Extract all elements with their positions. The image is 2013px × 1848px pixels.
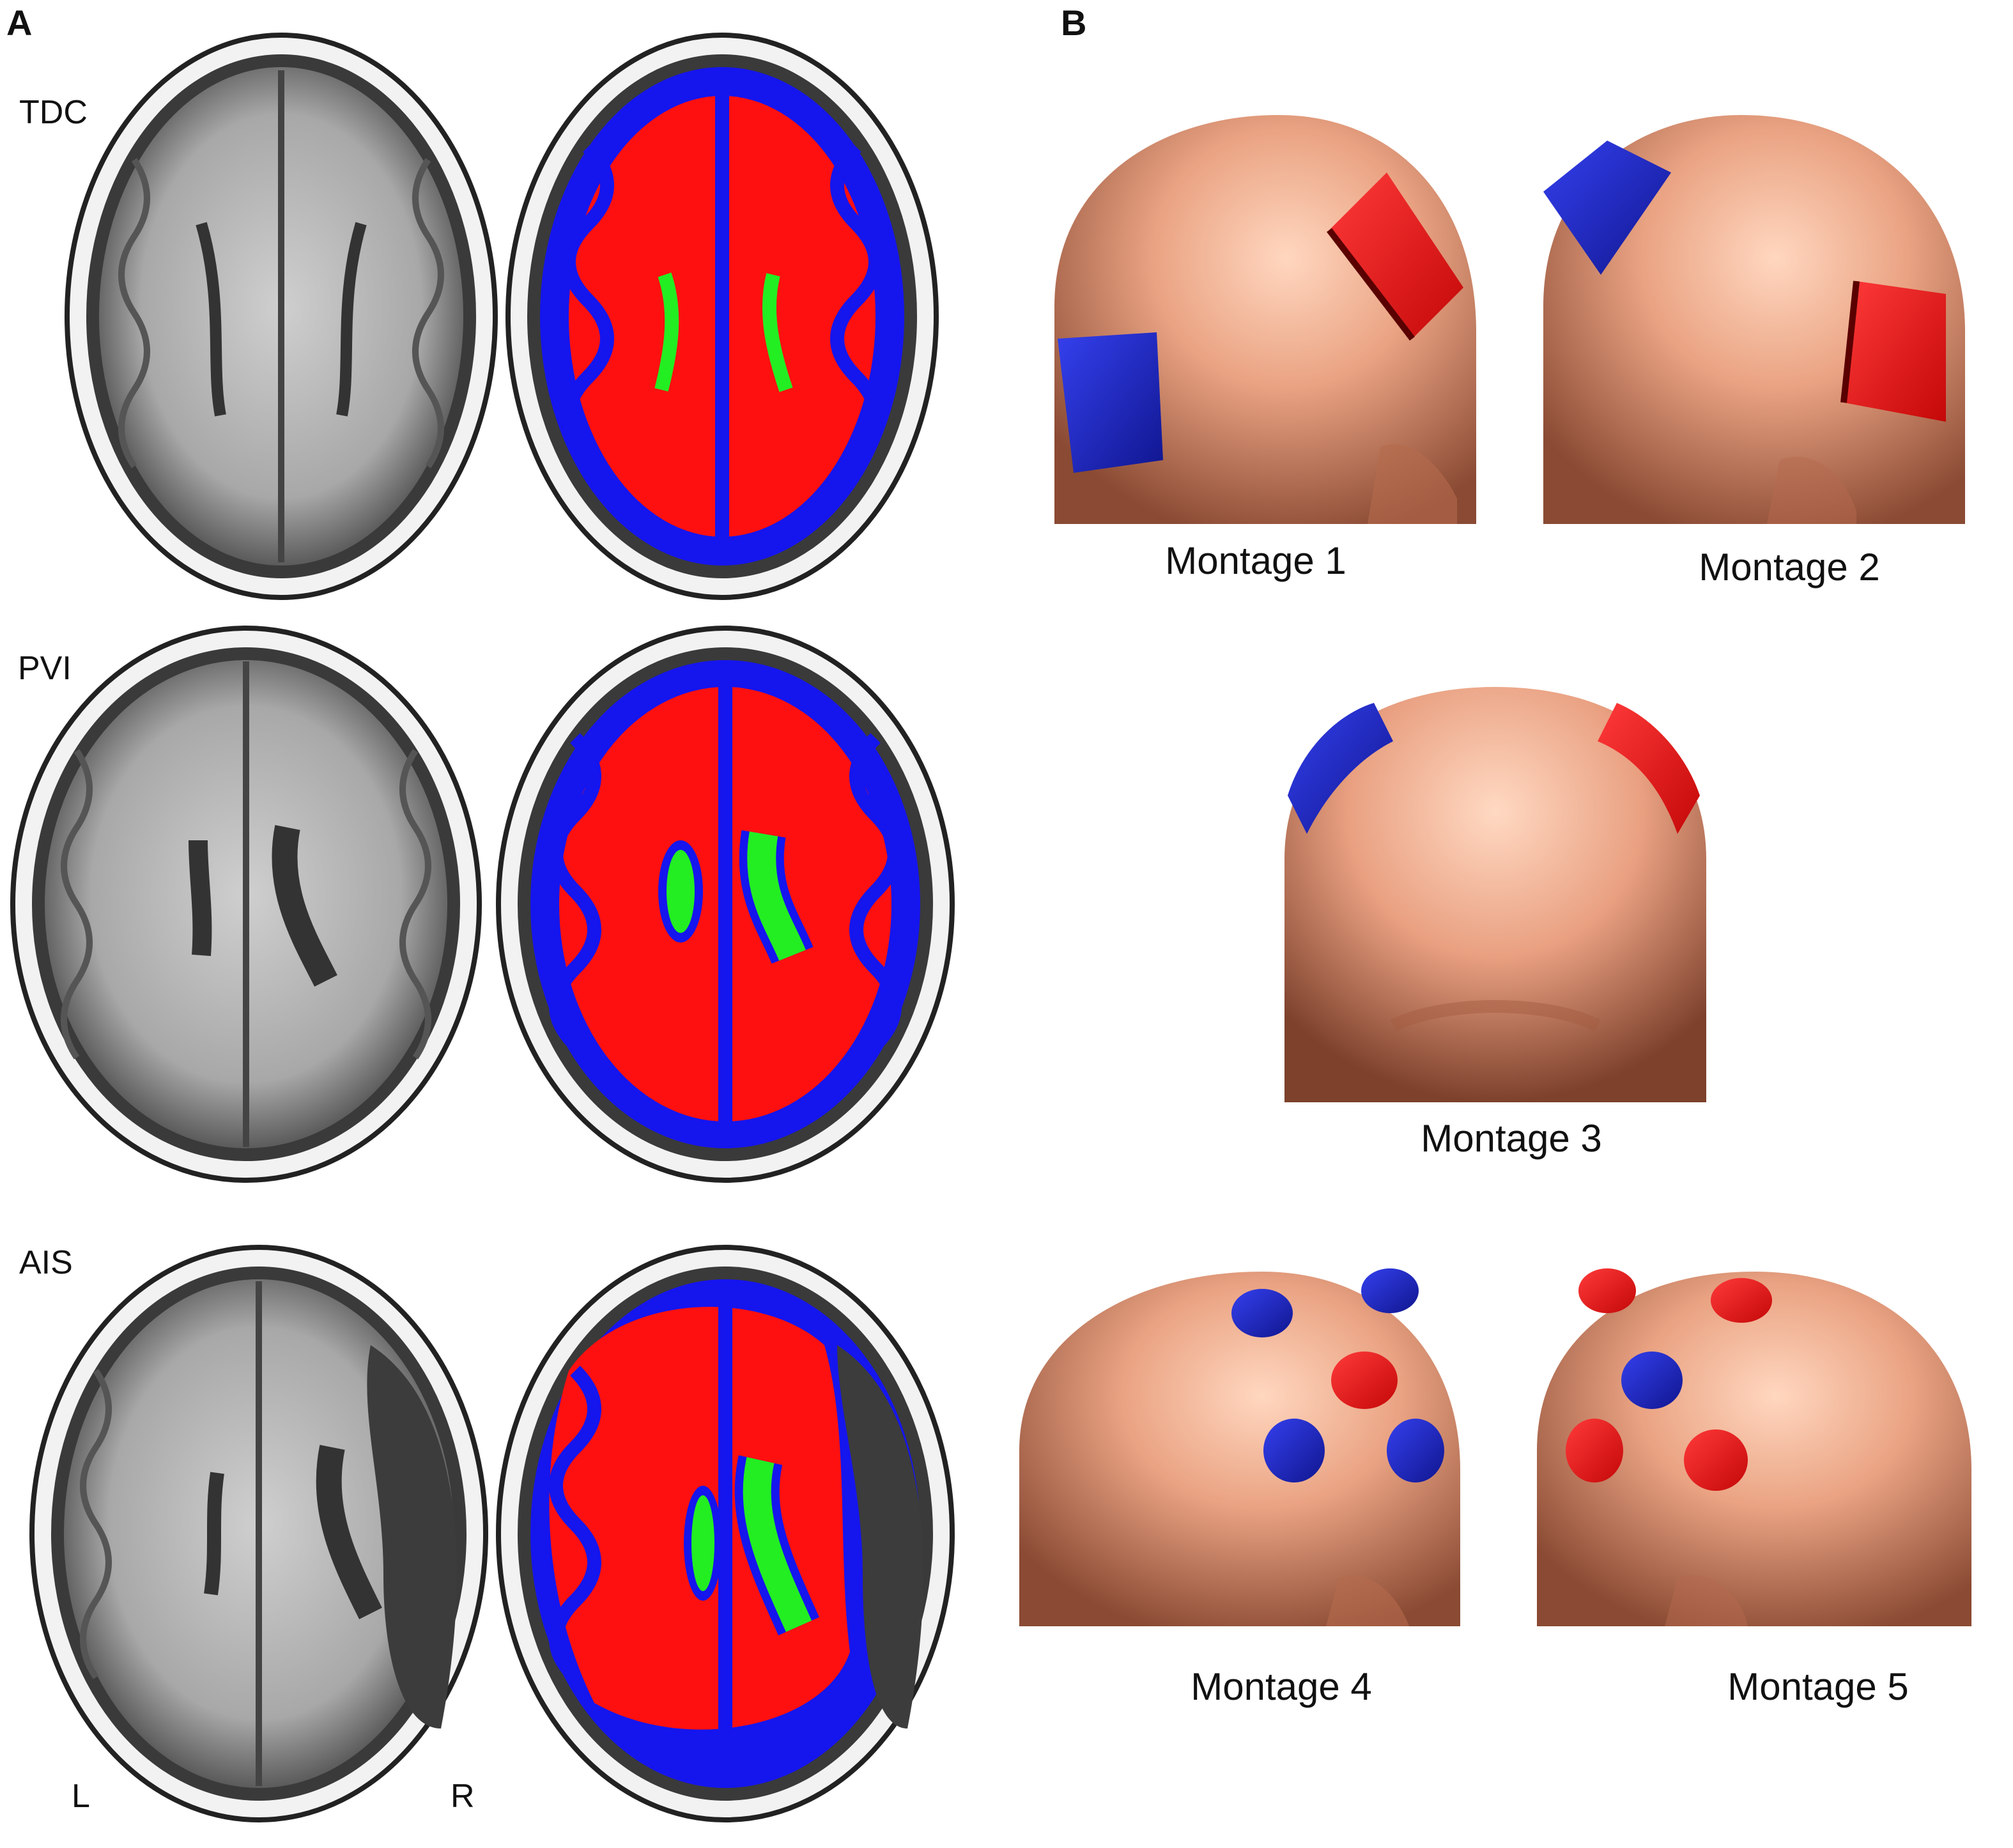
cathode-pad-1 [1058, 332, 1163, 473]
electrode-4-cathode-1 [1231, 1289, 1293, 1337]
anode-pad-1 [1327, 173, 1463, 341]
orientation-left-label: L [72, 1778, 90, 1815]
panel-b-letter: B [1061, 3, 1087, 43]
electrode-4-cathode-3 [1263, 1419, 1325, 1482]
row-label-ais: AIS [19, 1244, 73, 1281]
montage-1-label: Montage 1 [1165, 539, 1346, 582]
electrode-4-cathode-2 [1361, 1268, 1419, 1313]
electrode-4-anode-center [1331, 1351, 1398, 1409]
head-montage-3 [1278, 681, 1713, 1102]
head-montage-2 [1537, 102, 1971, 524]
row-label-pvi: PVI [18, 650, 72, 687]
montage-4-label: Montage 4 [1191, 1665, 1372, 1708]
anode-pad-3 [1598, 703, 1700, 834]
segmentation-pvi [492, 623, 959, 1185]
head-montage-4 [1019, 1259, 1460, 1626]
mri-tdc-raw [64, 32, 498, 601]
head-montage-1 [1048, 102, 1483, 524]
row-label-tdc: TDC [19, 94, 88, 131]
anode-pad-2 [1840, 281, 1946, 422]
electrode-4-cathode-4 [1387, 1419, 1444, 1482]
segmentation-tdc [505, 32, 939, 601]
cathode-pad-3 [1288, 703, 1393, 834]
montage-3-label: Montage 3 [1421, 1117, 1602, 1160]
mri-ais-raw [26, 1243, 492, 1824]
mri-pvi-raw [6, 623, 486, 1185]
montage-5-label: Montage 5 [1727, 1665, 1909, 1708]
electrode-5-anode-1 [1578, 1268, 1636, 1313]
cathode-pad-2 [1543, 141, 1671, 275]
head-montage-5 [1537, 1259, 1971, 1626]
electrode-5-anode-2 [1711, 1278, 1772, 1323]
orientation-right-label: R [451, 1778, 475, 1815]
electrode-5-anode-4 [1684, 1429, 1748, 1491]
montage-2-label: Montage 2 [1699, 546, 1880, 589]
segmentation-ais [492, 1243, 959, 1824]
panel-a-letter: A [6, 3, 33, 43]
electrode-5-cathode-center [1621, 1351, 1683, 1409]
electrode-5-anode-3 [1566, 1419, 1623, 1482]
